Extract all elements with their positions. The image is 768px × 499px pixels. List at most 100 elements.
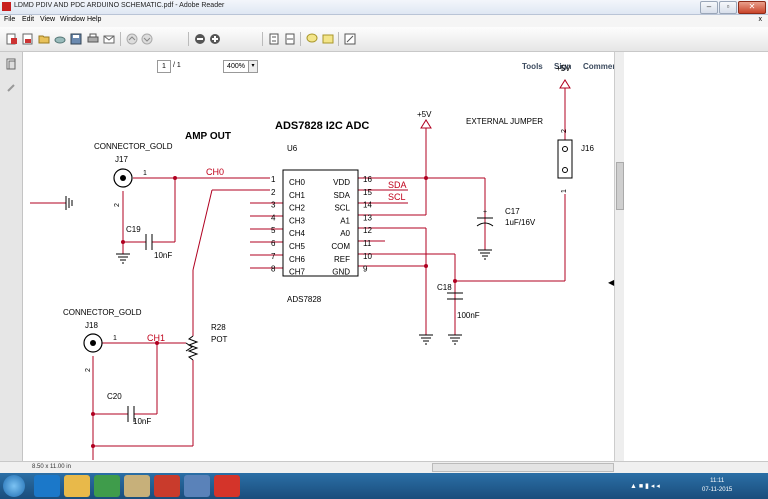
- fit-width-icon[interactable]: [284, 33, 296, 45]
- r28-ref: R28: [211, 323, 226, 332]
- close-button[interactable]: ✕: [738, 1, 766, 14]
- title-bar: LDMD PDIV AND PDC ARDUINO SCHEMATIC.pdf …: [0, 0, 768, 15]
- start-button[interactable]: [3, 475, 25, 497]
- page-total: / 1: [173, 62, 181, 69]
- scroll-thumb[interactable]: [616, 162, 624, 210]
- j18-pin1: 1: [113, 335, 117, 342]
- clock-date: 07-11-2015: [702, 487, 733, 493]
- attachments-icon[interactable]: [5, 82, 17, 94]
- email-icon[interactable]: [103, 33, 115, 45]
- minimize-button[interactable]: –: [700, 1, 718, 14]
- clock[interactable]: 11:11 07-11-2015: [702, 477, 732, 495]
- pin-name: COM: [331, 242, 350, 251]
- zoom-in-icon[interactable]: [209, 33, 221, 45]
- collapse-arrow-icon[interactable]: ◀: [608, 278, 615, 287]
- ads7828-chip: [282, 169, 359, 277]
- document-close-icon[interactable]: x: [758, 16, 763, 23]
- c19-ref: C19: [126, 225, 141, 234]
- pdf-icon[interactable]: [22, 33, 34, 45]
- print-icon[interactable]: [87, 33, 99, 45]
- folder-icon[interactable]: [124, 475, 150, 497]
- pin-number: 12: [363, 226, 372, 235]
- menu-file[interactable]: File: [4, 16, 16, 23]
- sign-button[interactable]: Sign: [554, 62, 572, 71]
- clock-time: 11:11: [710, 478, 725, 484]
- pin-name: CH3: [289, 216, 306, 225]
- file-explorer-icon[interactable]: [64, 475, 90, 497]
- net-label-ch1: CH1: [147, 333, 165, 343]
- u6-ref: U6: [287, 144, 298, 153]
- c19-value: 10nF: [154, 251, 172, 260]
- internet-explorer-icon[interactable]: [34, 475, 60, 497]
- net-label-sda: SDA: [388, 180, 407, 190]
- zoom-out-icon[interactable]: [194, 33, 206, 45]
- pin-number: 8: [271, 265, 276, 274]
- pin-number: 14: [363, 201, 372, 210]
- c20-ref: C20: [107, 392, 122, 401]
- next-page-icon[interactable]: [141, 33, 153, 45]
- zoom-dropdown-icon[interactable]: ▾: [248, 60, 258, 73]
- vcc-right-label: +5V: [556, 64, 571, 73]
- pin-name: CH1: [289, 191, 306, 200]
- menu-edit[interactable]: Edit: [22, 16, 35, 23]
- schematic-title: ADS7828 I2C ADC: [275, 120, 369, 132]
- tools-button[interactable]: Tools: [522, 62, 543, 71]
- j17-ref: J17: [115, 155, 128, 164]
- create-icon[interactable]: [6, 33, 18, 45]
- page-thumbnails-icon[interactable]: [5, 58, 17, 70]
- chrome-icon[interactable]: [94, 475, 120, 497]
- j18-type: CONNECTOR_GOLD: [63, 308, 142, 317]
- j17-pin2: 2: [114, 203, 121, 207]
- adobe-reader-taskbar-icon[interactable]: [214, 475, 240, 497]
- pin-name: SDA: [334, 191, 351, 200]
- highlight-icon[interactable]: [322, 33, 334, 45]
- menu-bar: File Edit View Window Help x: [0, 15, 768, 27]
- cloud-icon[interactable]: [54, 33, 66, 45]
- pin-name: CH4: [289, 229, 306, 238]
- previous-page-icon[interactable]: [126, 33, 138, 45]
- save-icon[interactable]: [70, 33, 82, 45]
- j16-pin2: 2: [561, 129, 568, 133]
- app-icon[interactable]: [154, 475, 180, 497]
- amp-out-label: AMP OUT: [185, 131, 231, 142]
- pin-number: 3: [271, 201, 276, 210]
- pin-number: 15: [363, 188, 372, 197]
- right-pane: ◀: [608, 52, 768, 461]
- svg-text:+: +: [483, 209, 487, 216]
- menu-view[interactable]: View: [40, 16, 56, 23]
- toolbar: 1 / 1 400% ▾ Tools Sign Comment: [0, 27, 768, 73]
- vcc-mid-label: +5V: [417, 110, 432, 119]
- maximize-button[interactable]: ▫: [719, 1, 737, 14]
- menu-help[interactable]: Help: [87, 16, 102, 23]
- sticky-note-icon[interactable]: [306, 33, 318, 45]
- page-size: 8.50 x 11.00 in: [32, 464, 71, 470]
- vcc-arrow-icon: [420, 119, 432, 129]
- pin-number: 5: [271, 226, 276, 235]
- open-folder-icon[interactable]: [38, 33, 50, 45]
- app-icon[interactable]: [184, 475, 210, 497]
- pin-name: REF: [334, 255, 350, 264]
- fit-page-icon[interactable]: [268, 33, 280, 45]
- pin-number: 7: [271, 252, 276, 261]
- horizontal-scrollbar[interactable]: [432, 463, 614, 472]
- pin-number: 10: [363, 252, 372, 261]
- menu-window[interactable]: Window: [60, 16, 85, 23]
- expand-icon[interactable]: [344, 33, 356, 45]
- window-controls: – ▫ ✕: [700, 1, 766, 14]
- r28-value: POT: [211, 335, 228, 344]
- j17-connector-icon: [113, 168, 133, 188]
- pin-name: CH7: [289, 268, 306, 277]
- pin-number: 11: [363, 239, 372, 248]
- j16-pin1: 1: [561, 189, 568, 193]
- j17-pin1: 1: [143, 170, 147, 177]
- j17-type: CONNECTOR_GOLD: [94, 142, 173, 151]
- pin-name: SCL: [334, 204, 350, 213]
- pin-name: CH6: [289, 255, 306, 264]
- page-number-input[interactable]: 1: [157, 60, 171, 73]
- j16-ref: J16: [581, 144, 594, 153]
- net-label-ch0: CH0: [206, 167, 224, 177]
- tray-icons[interactable]: ▲ ■ ▮ ◂ ◂: [630, 483, 660, 490]
- comment-button[interactable]: Comment: [583, 62, 620, 71]
- vertical-scrollbar[interactable]: [614, 52, 624, 461]
- pin-name: VDD: [333, 178, 350, 187]
